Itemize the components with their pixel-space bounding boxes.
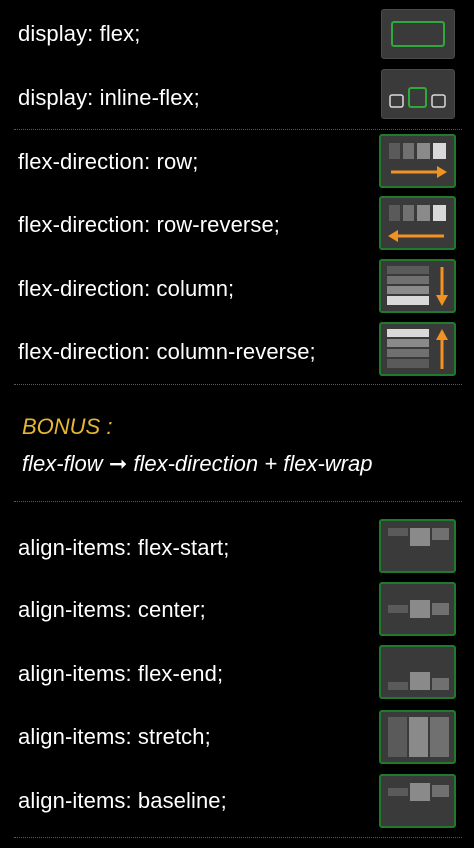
align-flex-start-icon <box>379 519 456 573</box>
display-flex-label: display: flex; <box>18 21 141 46</box>
flex-direction-row-label: flex-direction: row; <box>18 149 199 174</box>
align-items-center-label: align-items: center; <box>18 597 206 622</box>
divider <box>14 837 462 838</box>
bonus-title: BONUS : <box>22 414 113 439</box>
bonus-plus: + <box>264 451 278 476</box>
align-stretch-icon <box>379 710 456 764</box>
align-items-flex-start-label: align-items: flex-start; <box>18 535 230 560</box>
column-reverse-arrow-up-icon <box>379 322 456 376</box>
bonus-expansion-a: flex-direction <box>133 451 259 476</box>
align-items-stretch-label: align-items: stretch; <box>18 724 211 749</box>
divider <box>14 384 462 385</box>
divider <box>14 501 462 502</box>
flex-direction-column-label: flex-direction: column; <box>18 276 235 301</box>
display-flex-icon <box>381 9 455 59</box>
flex-direction-row-reverse-label: flex-direction: row-reverse; <box>18 212 280 237</box>
divider <box>14 129 462 130</box>
bonus-flex-flow-line: flex-flow ➞ flex-direction + flex-wrap <box>22 451 372 477</box>
display-inline-flex-label: display: inline-flex; <box>18 85 200 110</box>
display-inline-flex-icon <box>381 69 455 119</box>
column-arrow-down-icon <box>379 259 456 313</box>
row-arrow-right-icon <box>379 134 456 188</box>
align-items-flex-end-label: align-items: flex-end; <box>18 661 224 686</box>
bonus-term: flex-flow <box>22 451 103 476</box>
align-center-icon <box>379 582 456 636</box>
align-items-baseline-label: align-items: baseline; <box>18 788 227 813</box>
bonus-expansion-b: flex-wrap <box>283 451 373 476</box>
row-reverse-arrow-left-icon <box>379 196 456 250</box>
align-baseline-icon <box>379 774 456 828</box>
align-flex-end-icon <box>379 645 456 699</box>
arrow-right-icon: ➞ <box>108 451 128 476</box>
flex-direction-column-reverse-label: flex-direction: column-reverse; <box>18 339 316 364</box>
